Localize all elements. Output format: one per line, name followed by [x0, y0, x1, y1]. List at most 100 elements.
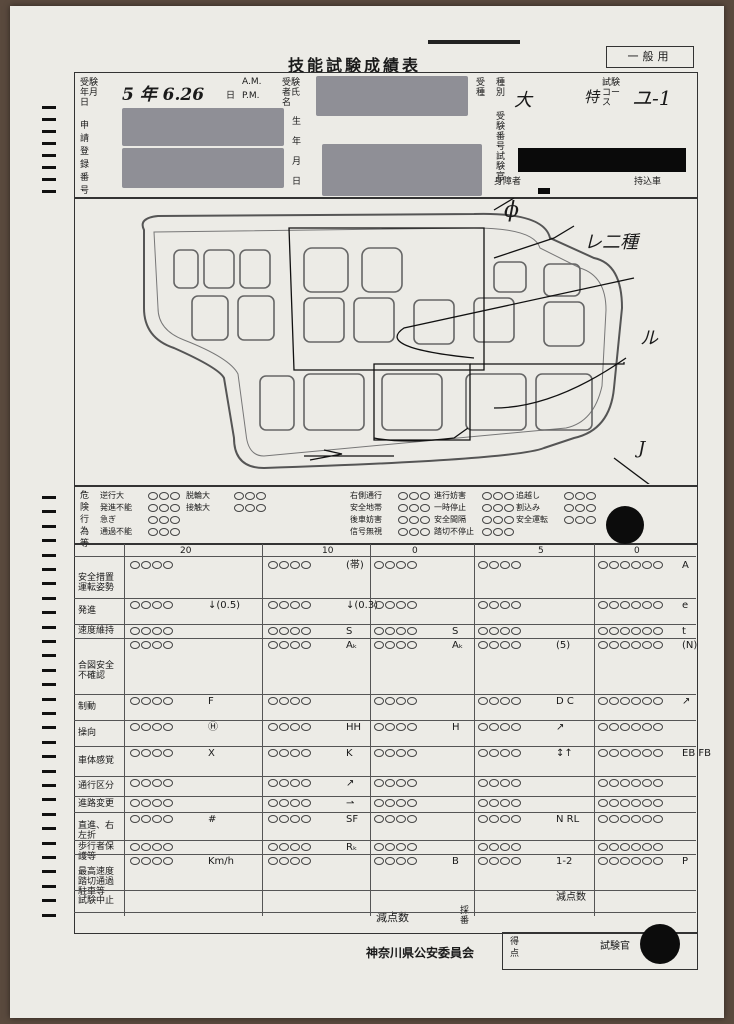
row-mark: e: [682, 600, 689, 611]
answer-oval: [609, 843, 619, 851]
answer-oval: [141, 799, 151, 807]
answer-oval: [163, 561, 173, 569]
answer-oval: [163, 723, 173, 731]
timing-mark: [42, 712, 56, 715]
danger-item-label: 安全地帯: [350, 503, 382, 512]
answer-oval: [500, 799, 510, 807]
row-line: [74, 746, 696, 747]
answer-oval: [409, 516, 419, 524]
answer-oval: [564, 516, 574, 524]
row-mark: ↗: [682, 696, 691, 707]
answer-ovals: [130, 779, 173, 787]
answer-oval: [268, 843, 278, 851]
answer-oval: [609, 601, 619, 609]
answer-oval: [374, 723, 384, 731]
redacted-tester-2: [518, 162, 686, 172]
answer-oval: [642, 601, 652, 609]
answer-oval: [609, 627, 619, 635]
answer-ovals: [268, 723, 311, 731]
answer-oval: [268, 697, 278, 705]
answer-oval: [407, 799, 417, 807]
timing-mark: [42, 496, 56, 499]
row-line: [74, 912, 696, 913]
answer-oval: [642, 561, 652, 569]
answer-oval: [159, 528, 169, 536]
answer-oval: [163, 627, 173, 635]
row-line: [74, 694, 696, 695]
answer-oval: [385, 815, 395, 823]
row-mark: (N): [682, 640, 698, 651]
answer-oval: [500, 723, 510, 731]
answer-ovals: [598, 641, 663, 649]
answer-oval: [586, 516, 596, 524]
timing-mark: [42, 798, 56, 802]
answer-oval: [489, 815, 499, 823]
answer-oval: [385, 561, 395, 569]
answer-oval: [170, 528, 180, 536]
answer-oval: [620, 697, 630, 705]
answer-oval: [163, 779, 173, 787]
answer-oval: [290, 815, 300, 823]
answer-oval: [631, 843, 641, 851]
answer-oval: [642, 799, 652, 807]
seal-stamp-upper: [606, 506, 644, 544]
answer-oval: [598, 561, 608, 569]
answer-oval: [653, 697, 663, 705]
answer-oval: [130, 697, 140, 705]
row-line: [74, 638, 696, 639]
answer-oval: [489, 641, 499, 649]
score-header-line: [74, 556, 696, 557]
answer-oval: [500, 815, 510, 823]
answer-oval: [290, 779, 300, 787]
timing-mark: [42, 812, 56, 816]
answer-ovals: [598, 779, 663, 787]
answer-oval: [268, 723, 278, 731]
answer-oval: [301, 723, 311, 731]
course-map-drawing: [141, 198, 650, 484]
answer-oval: [170, 504, 180, 512]
pm-label: P.M.: [242, 91, 260, 101]
answer-oval: [420, 504, 430, 512]
answer-oval: [609, 723, 619, 731]
answer-oval: [374, 627, 384, 635]
answer-oval: [478, 857, 488, 865]
answer-oval: [609, 641, 619, 649]
answer-oval: [374, 843, 384, 851]
danger-item-label: 踏切不停止: [434, 527, 474, 536]
row-mark: SF: [346, 814, 359, 825]
answer-ovals: [374, 749, 417, 757]
answer-oval: [374, 799, 384, 807]
timing-mark: [42, 884, 56, 888]
row-mark: S: [346, 626, 353, 637]
answer-oval: [407, 723, 417, 731]
answer-oval: [564, 504, 574, 512]
answer-oval: [374, 779, 384, 787]
answer-oval: [620, 815, 630, 823]
row-line: [74, 854, 696, 855]
timing-mark: [42, 510, 56, 514]
answer-oval: [374, 561, 384, 569]
timing-mark: [42, 553, 56, 557]
birth-label-3: 日: [292, 177, 302, 187]
danger-item-label: 通過不能: [100, 527, 132, 536]
row-mark: Rₖ: [346, 842, 358, 853]
answer-oval: [163, 749, 173, 757]
answer-oval: [130, 723, 140, 731]
timing-mark: [42, 841, 56, 845]
examinee-label: 受験者氏名: [282, 78, 301, 108]
answer-oval: [489, 749, 499, 757]
row-line: [74, 890, 696, 891]
answer-oval: [478, 779, 488, 787]
row-line: [74, 796, 696, 797]
row-label: 安全措置運転姿勢: [78, 573, 115, 593]
timing-mark: [42, 870, 56, 874]
top-bar-mark: [428, 40, 520, 44]
answer-oval: [130, 627, 140, 635]
answer-oval: [130, 815, 140, 823]
row-mark: H: [452, 722, 460, 733]
timing-mark: [42, 899, 56, 903]
row-mark: 減点数: [556, 892, 586, 903]
answer-oval: [482, 492, 492, 500]
answer-oval: [407, 627, 417, 635]
row-mark: Aₖ: [346, 640, 358, 651]
